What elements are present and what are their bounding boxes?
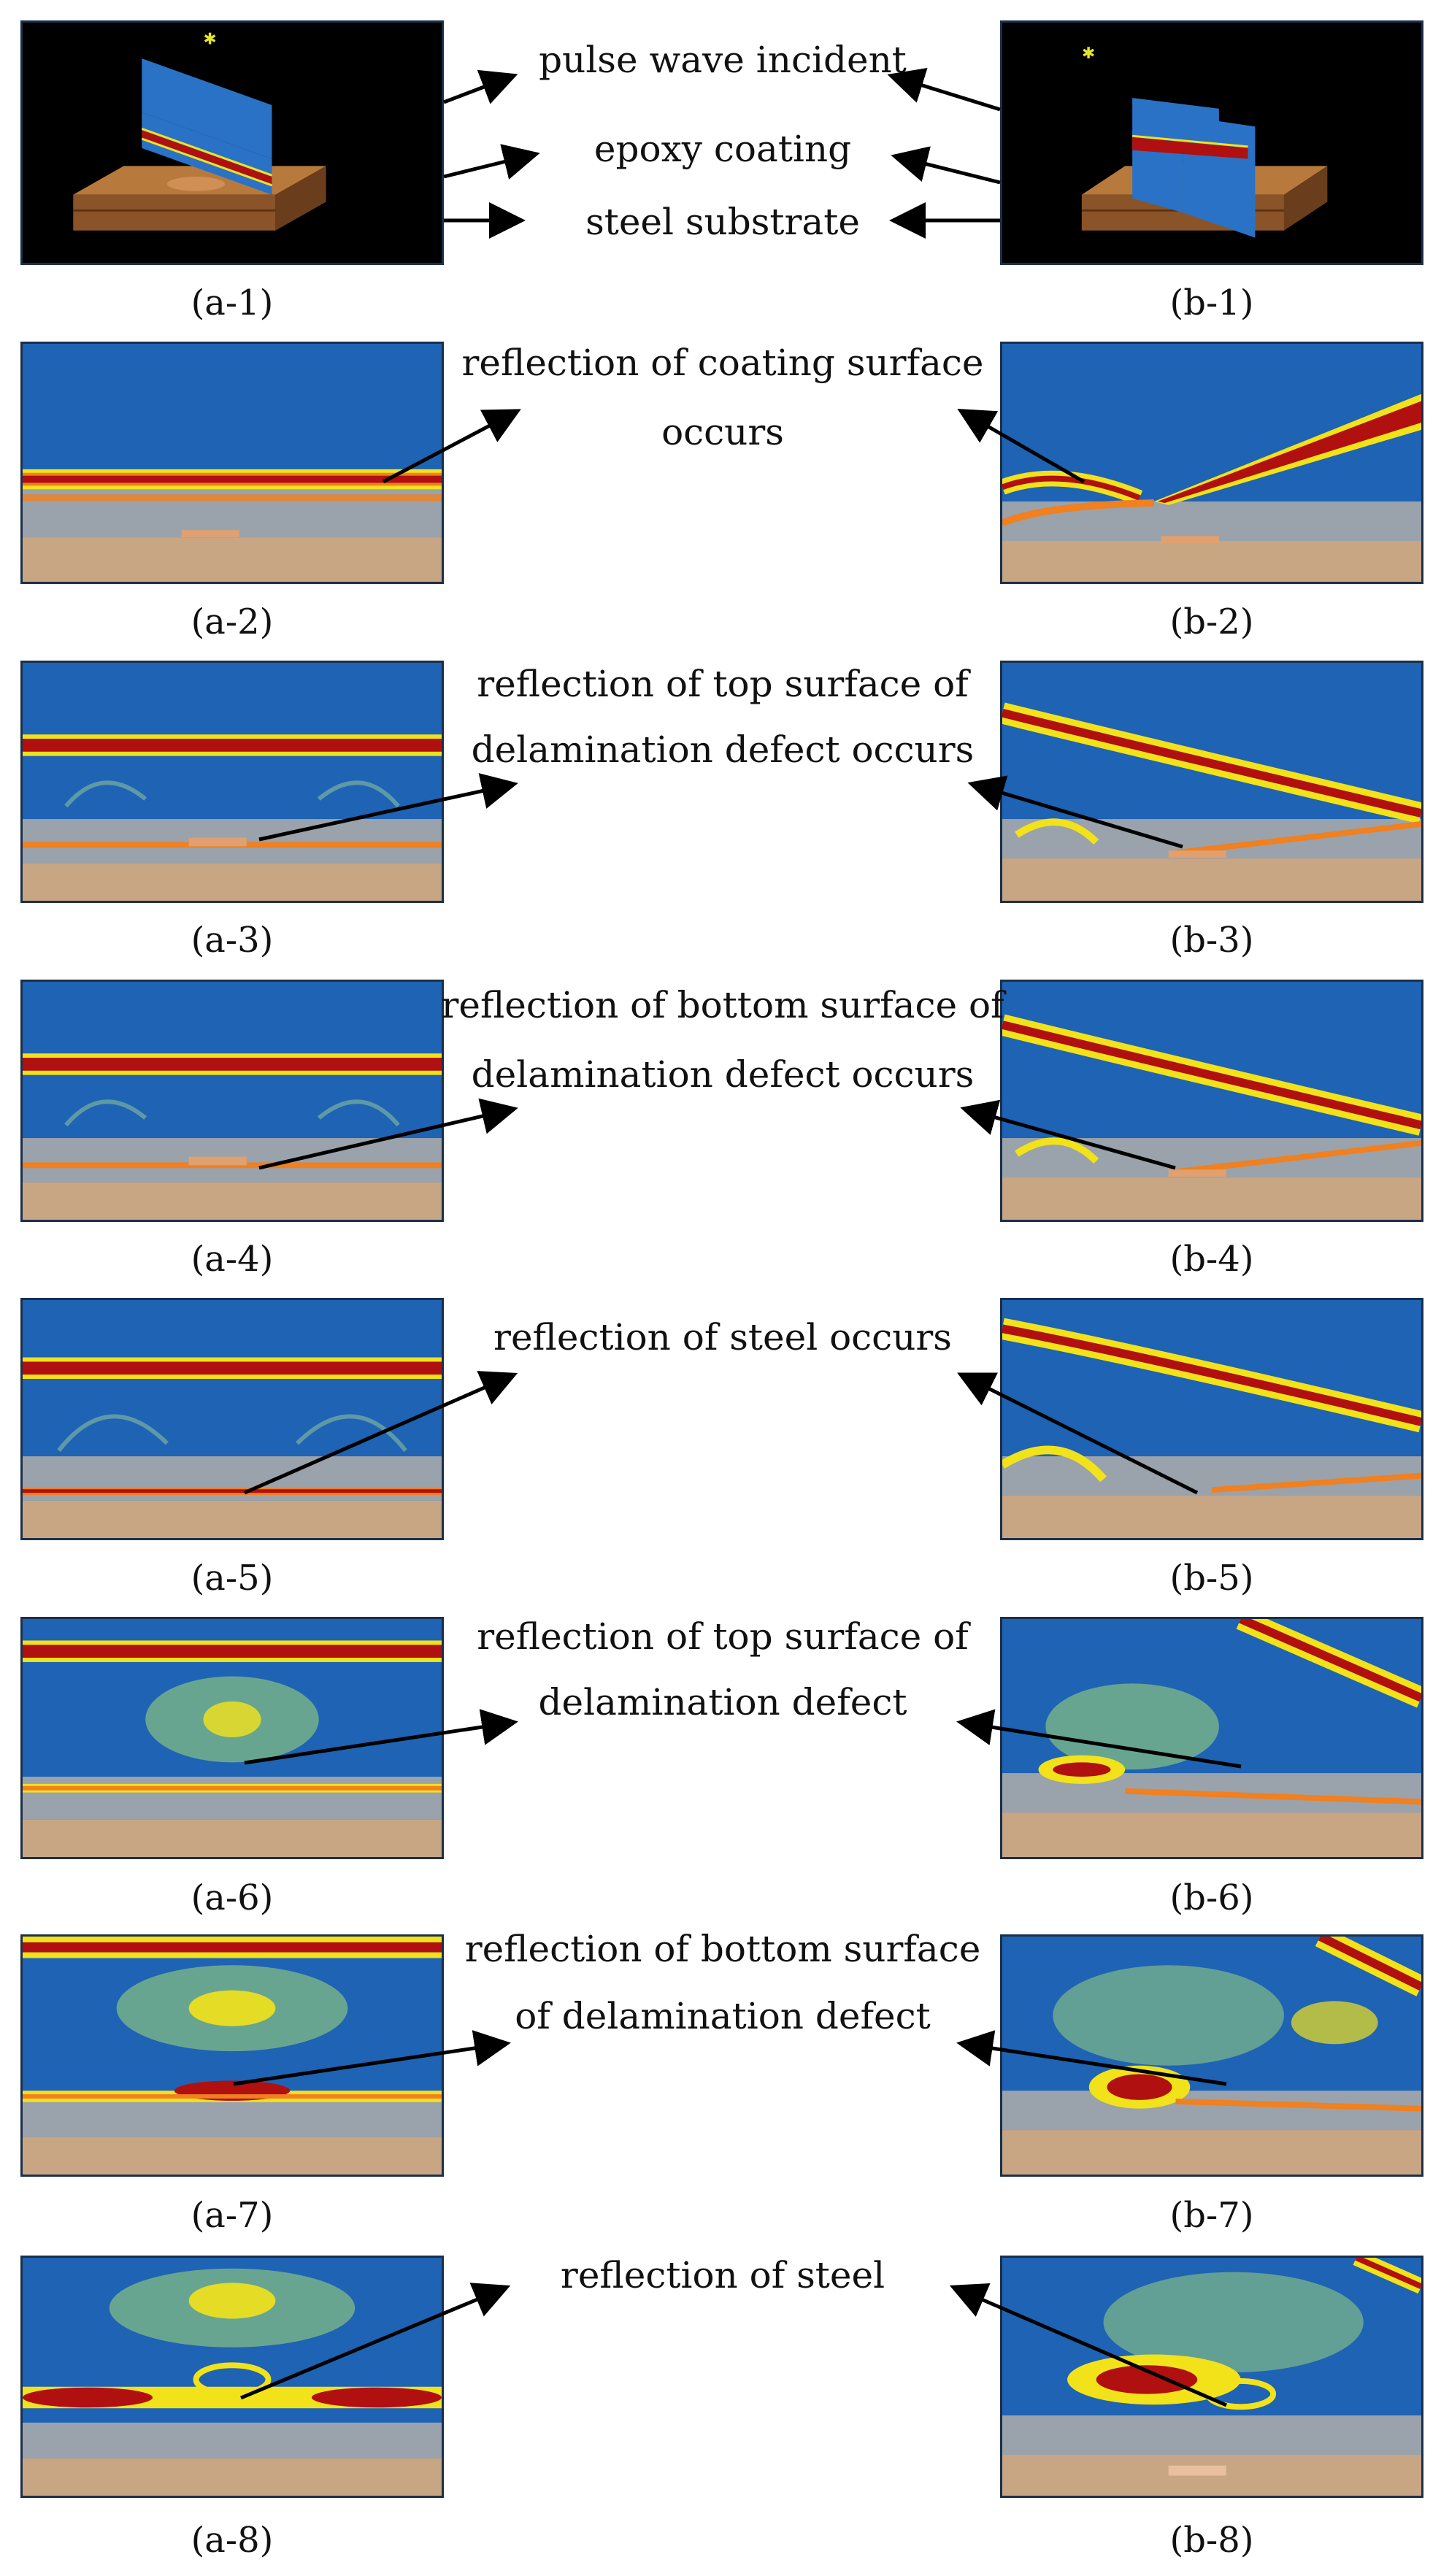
panel-a1-3d-model: ✱ [20,20,444,265]
caption-b1: (b-1) [1169,282,1254,323]
panel-b7 [1000,1934,1423,2177]
panel-b6 [1000,1617,1423,1859]
caption-b2: (b-2) [1169,601,1254,642]
label-steel-substrate: steel substrate [585,201,860,243]
panel-a7 [20,1934,444,2177]
caption-b5: (b-5) [1169,1558,1254,1599]
label-row7-line1: reflection of bottom surface [464,1928,981,1970]
caption-b3: (b-3) [1169,920,1254,961]
label-row6-line2: delamination defect [538,1681,907,1723]
label-row6-line1: reflection of top surface of [477,1615,969,1658]
svg-text:✱: ✱ [1082,45,1095,63]
label-row2-line1: reflection of coating surface [461,342,984,384]
caption-b7: (b-7) [1169,2195,1254,2236]
panel-b4 [1000,980,1423,1222]
label-row5-line1: reflection of steel occurs [493,1316,952,1358]
panel-b5 [1000,1298,1423,1540]
panel-a2 [20,342,444,584]
label-epoxy-coating: epoxy coating [593,128,852,170]
caption-a3: (a-3) [191,920,274,961]
label-pulse-wave-incident: pulse wave incident [539,39,907,81]
label-row4-line2: delamination defect occurs [471,1053,975,1096]
panel-a6 [20,1617,444,1859]
panel-a4 [20,980,444,1222]
caption-a4: (a-4) [191,1239,274,1280]
caption-b6: (b-6) [1169,1877,1254,1918]
caption-a6: (a-6) [191,1877,274,1918]
label-row3-line2: delamination defect occurs [471,728,975,771]
panel-b2 [1000,342,1423,584]
panel-a3 [20,661,444,903]
panel-b1-3d-model: ✱ [1000,20,1423,265]
label-row7-line2: of delamination defect [515,1995,931,2037]
panel-a8 [20,2256,444,2498]
caption-a2: (a-2) [191,601,274,642]
panel-a5 [20,1298,444,1540]
label-row8-line1: reflection of steel [560,2254,885,2296]
caption-a1: (a-1) [191,282,274,323]
svg-text:✱: ✱ [203,31,216,49]
caption-a7: (a-7) [191,2195,274,2236]
arrow-a1-pulse [443,69,518,104]
label-row2-line2: occurs [661,411,784,453]
label-row3-line1: reflection of top surface of [477,663,969,705]
panel-b8 [1000,2256,1423,2498]
caption-a8: (a-8) [191,2520,274,2561]
panel-b3 [1000,661,1423,903]
caption-a5: (a-5) [191,1558,274,1599]
caption-b8: (b-8) [1169,2520,1254,2561]
label-row4-line1: reflection of bottom surface of [441,984,1004,1026]
caption-b4: (b-4) [1169,1239,1254,1280]
